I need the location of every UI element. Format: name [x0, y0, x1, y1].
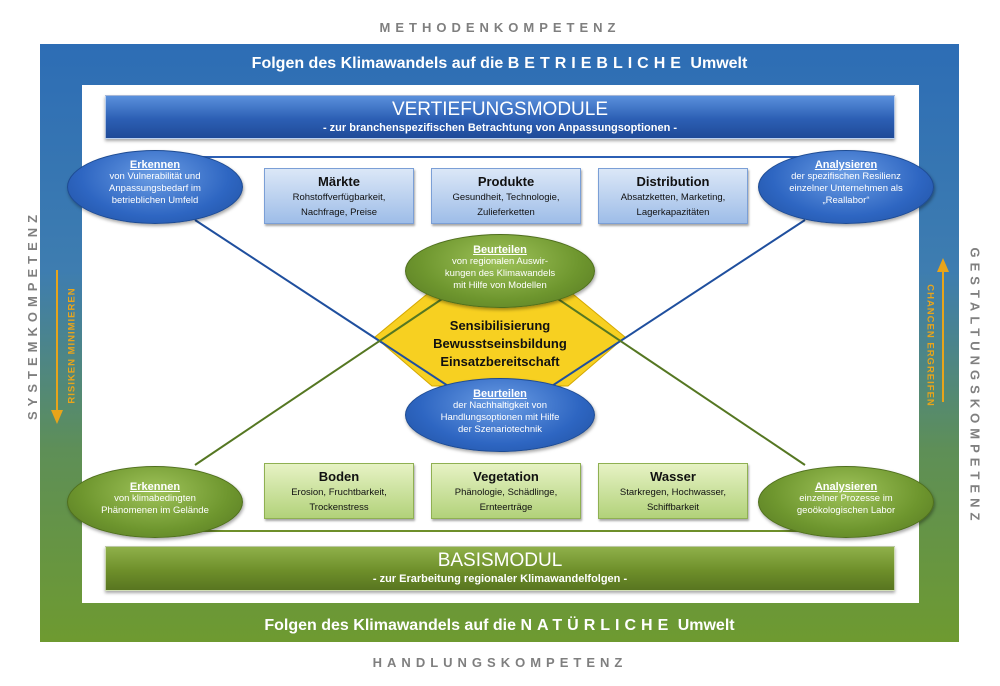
center-diamond-text: Sensibilisierung Bewusstseinsbildung Ein…: [410, 317, 590, 371]
ellipse-beurteilen-top: Beurteilen von regionalen Auswir- kungen…: [405, 234, 595, 308]
box-line: Phänologie, Schädlinge,: [454, 487, 558, 498]
box-line: Schiffbarkeit: [646, 502, 700, 513]
ellipse-title: Erkennen: [129, 159, 181, 171]
ellipse-erkennen-top: Erkennen von Vulnerabilität und Anpassun…: [67, 150, 243, 224]
ellipse-line: der Nachhaltigkeit von: [453, 400, 547, 411]
band-top-prefix: Folgen des Klimawandels auf die: [251, 55, 504, 72]
box-line: Ernteerträge: [479, 502, 533, 513]
ellipse-line: der Szenariotechnik: [458, 424, 542, 435]
basismodul-title: BASISMODUL: [437, 550, 563, 571]
box-line: Trockenstress: [309, 502, 369, 513]
band-title-top: Folgen des Klimawandels auf die BETRIEBL…: [40, 55, 959, 73]
ellipse-line: kungen des Klimawandels: [444, 268, 556, 279]
band-bottom-spaced: NATÜRLICHE: [520, 617, 674, 634]
ellipse-line: geoökologischen Labor: [796, 505, 896, 516]
box-title: Wasser: [650, 469, 696, 484]
left-arrow-head: [51, 410, 63, 424]
ellipse-title: Erkennen: [129, 481, 181, 493]
ellipse-analysieren-top: Analysieren der spezifischen Resilienz e…: [758, 150, 934, 224]
handlungskompetenz-label: HANDLUNGSKOMPETENZ: [372, 655, 628, 670]
ellipse-line: einzelner Prozesse im: [799, 493, 893, 504]
chancen-ergreifen-label: CHANCEN ERGREIFEN: [924, 284, 936, 407]
band-title-bottom: Folgen des Klimawandels auf die NATÜRLIC…: [40, 617, 959, 635]
ellipse-beurteilen-bottom: Beurteilen der Nachhaltigkeit von Handlu…: [405, 378, 595, 452]
vertiefungsmodule-title: VERTIEFUNGSMODULE: [391, 99, 609, 120]
box-line: Erosion, Fruchtbarkeit,: [291, 487, 387, 498]
box-line: Gesundheit, Technologie,: [452, 192, 560, 203]
band-bottom-prefix: Folgen des Klimawandels auf die: [264, 617, 516, 634]
ellipse-analysieren-bottom: Analysieren einzelner Prozesse im geoöko…: [758, 466, 934, 538]
ellipse-title: Analysieren: [814, 481, 878, 493]
ellipse-line: von Vulnerabilität und: [109, 171, 201, 182]
center-line: Sensibilisierung: [449, 318, 551, 333]
box-title: Vegetation: [473, 469, 539, 484]
band-top-spaced: BETRIEBLICHE: [507, 55, 686, 72]
box-line: Lagerkapazitäten: [636, 207, 710, 218]
ellipse-title: Beurteilen: [473, 388, 527, 400]
band-bottom-suffix: Umwelt: [677, 617, 735, 634]
box-distribution: Distribution Absatzketten, Marketing, La…: [598, 168, 748, 224]
box-boden: Boden Erosion, Fruchtbarkeit, Trockenstr…: [264, 463, 414, 519]
ellipse-line: Anpassungsbedarf im: [109, 183, 201, 194]
ellipse-line: Phänomenen im Gelände: [101, 505, 209, 516]
ellipse-line: mit Hilfe von Modellen: [453, 280, 547, 291]
ellipse-line: von klimabedingten: [114, 493, 196, 504]
box-line: Zulieferketten: [477, 207, 535, 218]
basismodul-banner: BASISMODUL - zur Erarbeitung regionaler …: [105, 546, 895, 591]
ellipse-line: einzelner Unternehmen als: [789, 183, 903, 194]
ellipse-erkennen-bottom: Erkennen von klimabedingten Phänomenen i…: [67, 466, 243, 538]
ellipse-line: von regionalen Auswir-: [451, 256, 549, 267]
vertiefungsmodule-banner: VERTIEFUNGSMODULE - zur branchenspezifis…: [105, 95, 895, 139]
box-line: Absatzketten, Marketing,: [620, 192, 726, 203]
ellipse-line: „Reallabor“: [822, 195, 870, 206]
vertiefungsmodule-subtitle: - zur branchenspezifischen Betrachtung v…: [322, 122, 678, 134]
ellipse-title: Beurteilen: [473, 244, 527, 256]
right-arrow-head: [937, 258, 949, 272]
ellipse-line: Handlungsoptionen mit Hilfe: [440, 412, 560, 423]
box-produkte: Produkte Gesundheit, Technologie, Zulief…: [431, 168, 581, 224]
box-line: Starkregen, Hochwasser,: [619, 487, 727, 498]
center-line: Bewusstseinsbildung: [433, 336, 567, 351]
basismodul-subtitle: - zur Erarbeitung regionaler Klimawandel…: [372, 573, 628, 585]
box-line: Rohstoffverfügbarkeit,: [292, 192, 386, 203]
box-maerkte: Märkte Rohstoffverfügbarkeit, Nachfrage,…: [264, 168, 414, 224]
ellipse-title: Analysieren: [814, 159, 878, 171]
box-vegetation: Vegetation Phänologie, Schädlinge, Ernte…: [431, 463, 581, 519]
methodenkompetenz-label: METHODENKOMPETENZ: [379, 20, 621, 35]
box-title: Distribution: [636, 174, 710, 189]
box-wasser: Wasser Starkregen, Hochwasser, Schiffbar…: [598, 463, 748, 519]
center-line: Einsatzbereitschaft: [440, 354, 560, 369]
box-title: Produkte: [477, 174, 535, 189]
box-line: Nachfrage, Preise: [300, 207, 378, 218]
box-title: Märkte: [318, 174, 360, 189]
ellipse-line: betrieblichen Umfeld: [111, 195, 199, 206]
band-top-suffix: Umwelt: [690, 55, 748, 72]
risiken-minimieren-label: RISIKEN MINIMIEREN: [66, 287, 78, 404]
box-title: Boden: [318, 469, 360, 484]
ellipse-line: der spezifischen Resilienz: [791, 171, 901, 182]
